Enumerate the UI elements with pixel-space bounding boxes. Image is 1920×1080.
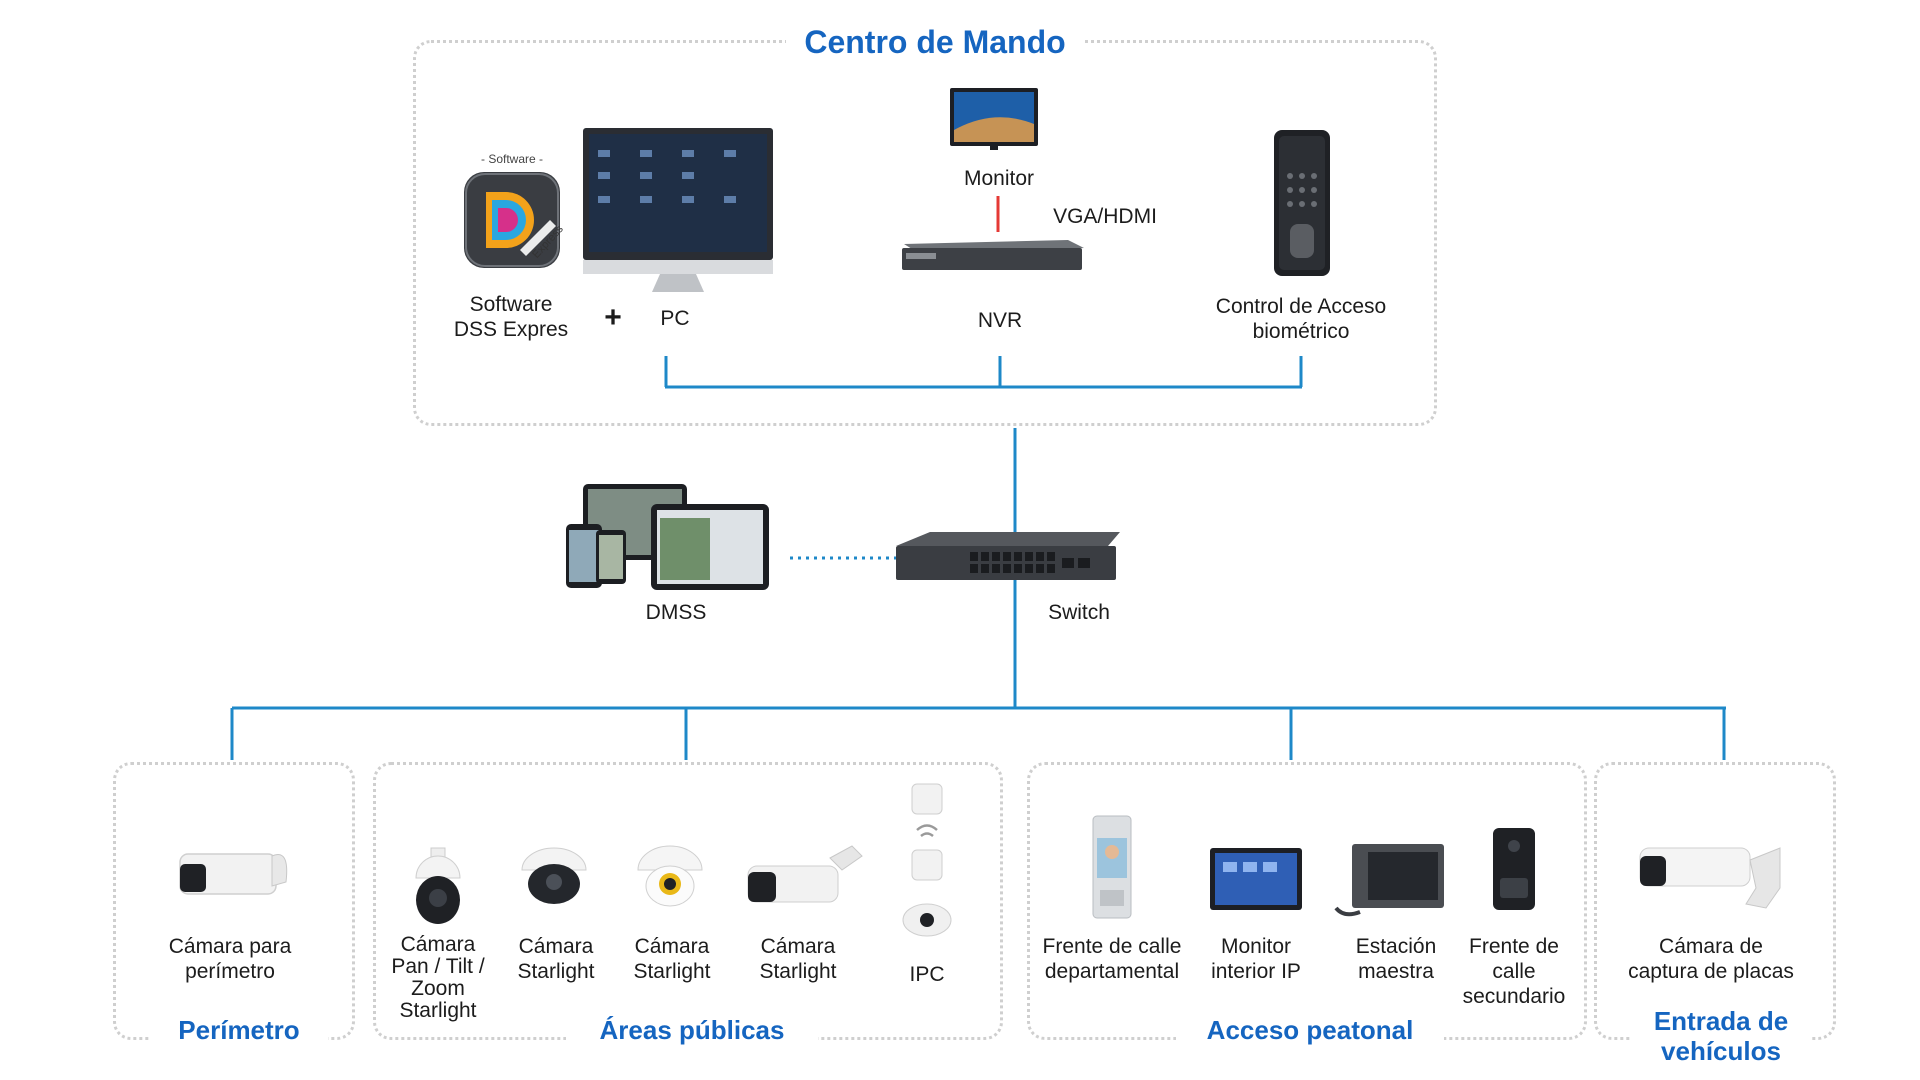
- starlight-camera-label-2: Cámara Starlight: [633, 935, 711, 983]
- command-center-title: Centro de Mando: [786, 22, 1084, 62]
- dss-software-icon: [464, 172, 560, 268]
- software-badge: - Software -: [480, 152, 543, 166]
- ipc-label: IPC: [909, 963, 945, 986]
- plus-sign: +: [604, 301, 622, 334]
- master-station-label: Estación maestra: [1355, 935, 1437, 983]
- master-station-icon: [1334, 844, 1444, 917]
- nvr-label: NVR: [977, 309, 1023, 332]
- indoor-monitor-icon: [1210, 848, 1302, 910]
- door-station-icon: [1092, 815, 1132, 919]
- ptz-camera-icon: [415, 847, 461, 924]
- full-color-dome-camera-icon: [637, 845, 703, 907]
- ptz-camera-label: Cámara Pan / Tilt / Zoom Starlight: [391, 933, 485, 1022]
- dmss-devices-icon: [566, 484, 769, 590]
- switch-label: Switch: [1048, 601, 1110, 624]
- secondary-door-station-label: Frente de calle secundario: [1462, 935, 1566, 1008]
- wall-monitor-icon: [950, 88, 1038, 150]
- nvr-icon: [902, 240, 1084, 270]
- public-areas-title: Áreas públicas: [566, 1013, 818, 1047]
- indoor-monitor-label: Monitor interior IP: [1211, 935, 1301, 983]
- monitor-label: Monitor: [963, 167, 1035, 190]
- pc-label: PC: [660, 307, 690, 330]
- wireless-ipc-icon: [902, 783, 952, 937]
- software-label: Software DSS Expres: [453, 293, 569, 341]
- switch-icon: [896, 532, 1120, 580]
- starlight-camera-label-3: Cámara Starlight: [759, 935, 837, 983]
- perimeter-camera-icon: [179, 853, 288, 895]
- plate-capture-camera-icon: [1639, 847, 1781, 909]
- access-control-label: Control de Acceso biométrico: [1215, 295, 1387, 343]
- plate-capture-camera-label: Cámara de captura de placas: [1628, 935, 1794, 983]
- vga-hdmi-label: VGA/HDMI: [1053, 205, 1157, 228]
- starlight-bullet-camera-icon: [747, 845, 863, 903]
- vehicle-entrance-title: Entrada de vehículos: [1632, 1006, 1810, 1066]
- dome-camera-icon: [521, 847, 587, 904]
- perimeter-camera-label: Cámara para perímetro: [168, 935, 292, 983]
- dmss-label: DMSS: [645, 601, 707, 624]
- pedestrian-access-title: Acceso peatonal: [1176, 1013, 1444, 1047]
- starlight-camera-label-1: Cámara Starlight: [517, 935, 595, 983]
- access-control-icon: [1274, 130, 1330, 276]
- pc-monitor-icon: [583, 128, 773, 292]
- perimeter-title: Perímetro: [150, 1013, 328, 1047]
- secondary-door-station-icon: [1493, 828, 1535, 910]
- door-station-label: Frente de calle departamental: [1042, 935, 1182, 983]
